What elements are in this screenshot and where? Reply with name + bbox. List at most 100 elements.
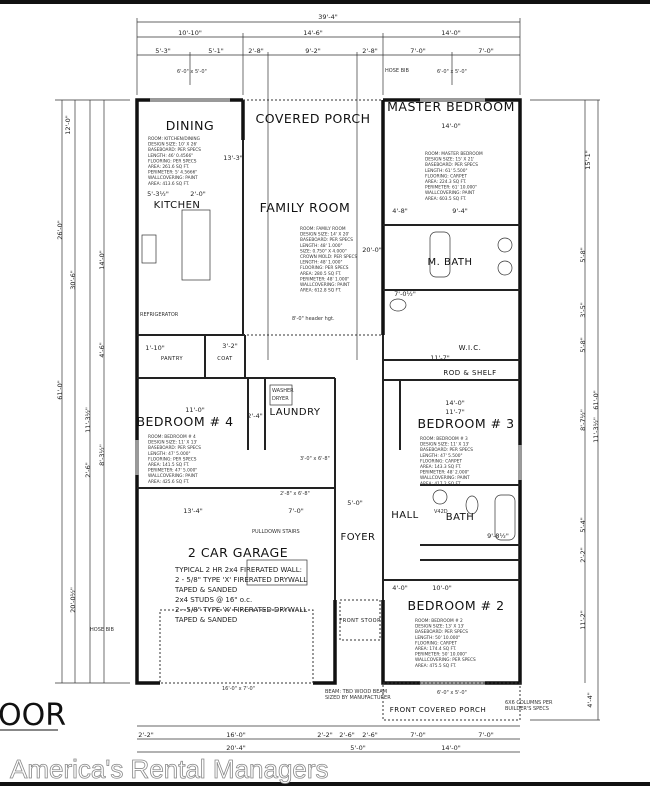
dim-bottom: 20'-4" bbox=[226, 744, 246, 752]
dim-interior: 4'-0" bbox=[392, 584, 407, 592]
room-label: HALL bbox=[391, 510, 419, 521]
room-label: FAMILY ROOM bbox=[260, 200, 351, 215]
dim-left: 8'-3½" bbox=[98, 444, 106, 466]
dim-interior: 11'-7" bbox=[445, 408, 465, 416]
dim-interior: 7'-0" bbox=[288, 507, 303, 515]
dim-left: 11'-3½" bbox=[84, 407, 92, 433]
dim-bottom-detail: 7'-0" bbox=[410, 731, 425, 739]
dim-right: 5'-8" bbox=[579, 247, 587, 262]
window bbox=[518, 445, 522, 480]
dim-interior: 4'-8" bbox=[392, 207, 407, 215]
garage-door-size: 16'-0" x 7'-0" bbox=[222, 686, 255, 692]
room-label: FRONT STOOP bbox=[339, 618, 380, 624]
pulldown-stairs-label: PULLDOWN STAIRS bbox=[252, 529, 300, 535]
window bbox=[420, 98, 485, 102]
room-label: BEDROOM # 3 bbox=[417, 416, 514, 431]
dim-left: 61'-0" bbox=[56, 380, 64, 400]
dim-right: 3'-5" bbox=[579, 302, 587, 317]
dim-right: 2'-2" bbox=[579, 547, 587, 562]
dim-bottom-detail: 7'-0" bbox=[478, 731, 493, 739]
dim-right: 11'-3½" bbox=[592, 417, 600, 443]
room-label: ROD & SHELF bbox=[443, 369, 496, 377]
beam-note: BEAM: TBD WOOD BEAM bbox=[325, 689, 387, 695]
room-coat: COAT bbox=[217, 356, 233, 362]
room-label: FOYER bbox=[341, 532, 376, 543]
door-size: 3'-0" x 6'-8" bbox=[300, 456, 330, 462]
dim-left: 30'-6" bbox=[69, 270, 77, 290]
hose-bib-label: HOSE BIB bbox=[385, 68, 410, 74]
dim-top-detail: 7'-0" bbox=[410, 47, 425, 55]
dim-left: 26'-0" bbox=[56, 220, 64, 240]
room-label: LAUNDRY bbox=[269, 407, 320, 418]
dim-right: 8'-7½" bbox=[579, 409, 587, 431]
bottom-border bbox=[0, 782, 650, 786]
dim-interior: 13'-4" bbox=[183, 507, 203, 515]
header-height-note: 8'-0" header hgt. bbox=[292, 316, 335, 322]
dim-interior: 9'-8½" bbox=[487, 532, 509, 540]
room-covered-porch: COVERED PORCH bbox=[255, 111, 370, 126]
room-laundry: LAUNDRY bbox=[269, 407, 320, 418]
side-dimension-lines bbox=[55, 99, 600, 721]
window-size: 6'-0" x 5'-0" bbox=[437, 69, 467, 75]
room-label: COAT bbox=[217, 356, 233, 362]
dim-interior: 1'-10" bbox=[145, 344, 165, 352]
dim-interior: 7'-0½" bbox=[394, 290, 416, 298]
fixtures bbox=[141, 209, 516, 586]
room-label: BEDROOM # 4 bbox=[136, 414, 233, 429]
room-front-stoop: FRONT STOOP bbox=[339, 618, 380, 624]
dim-interior: 2'-4" bbox=[247, 412, 262, 420]
dim-bottom-detail: 2'-6" bbox=[362, 731, 377, 739]
room-label: BEDROOM # 2 bbox=[407, 598, 504, 613]
dim-top: 10'-10" bbox=[178, 29, 202, 37]
room-label: M. BATH bbox=[427, 257, 472, 268]
room-label: FRONT COVERED PORCH bbox=[390, 706, 486, 714]
watermark: America's Rental Managers bbox=[10, 754, 329, 784]
room-label: DINING bbox=[166, 118, 214, 133]
hose-bib-label: HOSE BIB bbox=[90, 627, 115, 633]
vanity-label: V42D bbox=[434, 509, 448, 515]
dim-bottom: 14'-0" bbox=[441, 744, 461, 752]
columns-note: 6X6 COLUMNS PER bbox=[505, 700, 553, 706]
window-size: 6'-0" x 5'-0" bbox=[177, 69, 207, 75]
dim-interior: 3'-2" bbox=[222, 342, 237, 350]
dim-bottom: 5'-0" bbox=[350, 744, 365, 752]
dim-right: 15'-1" bbox=[584, 150, 592, 170]
room-foyer: FOYER bbox=[341, 532, 376, 543]
room-label: 2 CAR GARAGE bbox=[188, 545, 288, 560]
dim-interior: 9'-4" bbox=[452, 207, 467, 215]
room-label: MASTER BEDROOM bbox=[387, 99, 515, 114]
room-label: KITCHEN bbox=[154, 200, 201, 211]
room-label: COVERED PORCH bbox=[255, 111, 370, 126]
dim-bottom-detail: 2'-6" bbox=[339, 731, 354, 739]
dim-interior: 14'-0" bbox=[445, 399, 465, 407]
logo: OOR bbox=[0, 698, 66, 733]
room-rod-shelf: ROD & SHELF bbox=[443, 369, 496, 377]
dim-interior: 11'-7" bbox=[430, 354, 450, 362]
room-label: BATH bbox=[446, 512, 475, 523]
dim-left: 14'-0" bbox=[98, 250, 106, 270]
dim-interior: 13'-3" bbox=[223, 154, 243, 162]
room-label: W.I.C. bbox=[459, 344, 482, 352]
dim-bottom-detail: 2'-2" bbox=[317, 731, 332, 739]
dim-top-detail: 2'-8" bbox=[362, 47, 377, 55]
dim-top-detail: 5'-1" bbox=[208, 47, 223, 55]
top-dimension-lines bbox=[136, 18, 521, 753]
dim-interior: 20'-0" bbox=[362, 246, 382, 254]
door-size: 2'-8" x 6'-8" bbox=[280, 491, 310, 497]
room-pantry: PANTRY bbox=[161, 356, 184, 362]
dim-interior: 2'-0" bbox=[190, 190, 205, 198]
dim-top: 14'-6" bbox=[303, 29, 323, 37]
room-label: PANTRY bbox=[161, 356, 184, 362]
window-size: 6'-0" x 5'-0" bbox=[437, 690, 467, 696]
